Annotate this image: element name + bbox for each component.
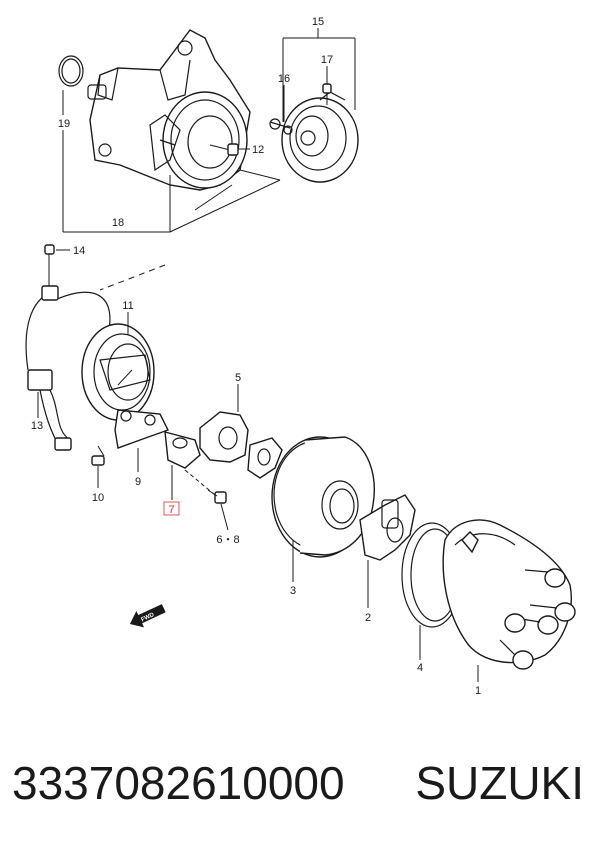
screw-part-6-8 [184, 469, 227, 504]
callout-11: 11 [122, 300, 133, 312]
callout-4: 4 [417, 662, 423, 674]
fwd-arrow-icon: FWD [129, 604, 166, 628]
callout-17: 17 [321, 54, 333, 66]
housing-part-18 [87, 29, 251, 191]
callout-5: 5 [235, 372, 241, 384]
clip-part-16 [269, 118, 293, 135]
bracket-part-9 [114, 409, 169, 449]
vacuum-unit-part-15 [269, 91, 359, 183]
callout-3: 3 [290, 585, 296, 597]
callout-2: 2 [365, 612, 371, 624]
callout-9: 9 [135, 476, 141, 488]
leader-lines [37, 28, 479, 682]
rotor-part-2 [359, 494, 416, 561]
callout-16: 16 [278, 73, 290, 85]
brand-name: SUZUKI [415, 757, 584, 809]
callout-19: 19 [58, 118, 70, 130]
cap-part-1 [442, 519, 576, 670]
part-number: 3337082610000 [12, 757, 345, 809]
callout-7-highlight-box [163, 501, 180, 516]
plate-part-7 [164, 431, 201, 469]
screw-part-10 [91, 445, 105, 466]
callout-6-8: 6・8 [216, 534, 239, 546]
callout-13: 13 [31, 420, 43, 432]
exploded-parts-diagram: FWD [25, 16, 576, 697]
callouts: 15 16 17 19 12 18 14 11 5 13 9 10 7 6・8 … [31, 16, 481, 697]
callout-18: 18 [112, 217, 124, 229]
callout-10: 10 [92, 492, 104, 504]
callout-15: 15 [312, 16, 324, 28]
footer: 3337082610000 SUZUKI [0, 740, 600, 830]
callout-12: 12 [252, 144, 264, 156]
screw-part-14 [44, 244, 55, 288]
callout-14: 14 [73, 245, 85, 257]
callout-1: 1 [475, 685, 481, 697]
o-ring-part-19 [58, 55, 84, 87]
reluctor-part-5 [199, 395, 283, 479]
pickup-part-11 [81, 323, 155, 421]
fwd-label: FWD [140, 612, 156, 623]
callout-7-highlighted: 7 [168, 504, 174, 516]
shield-part-3 [271, 436, 375, 558]
